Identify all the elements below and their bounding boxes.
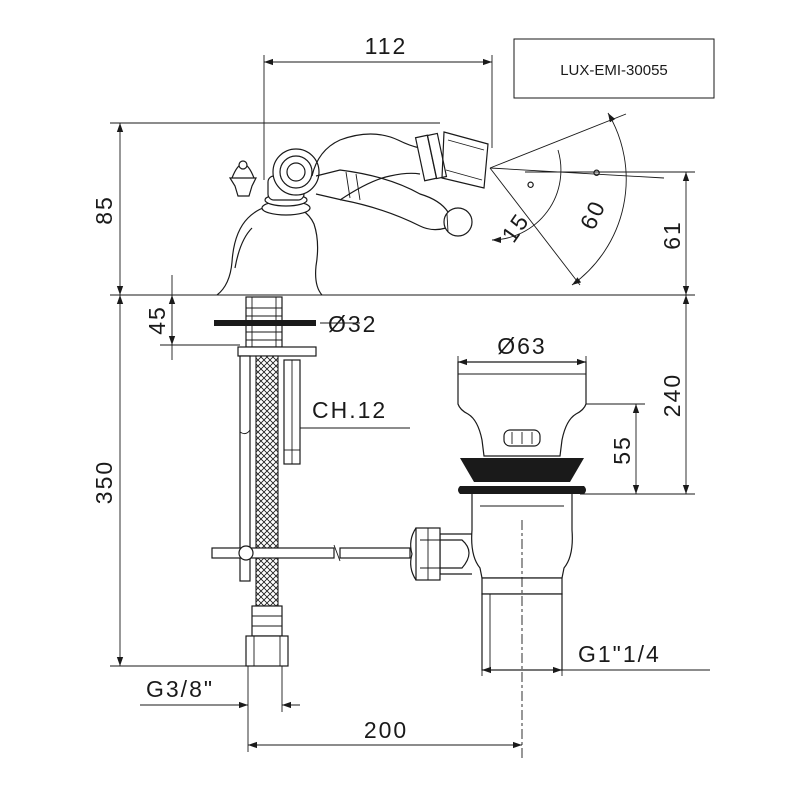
dimension-waste-head-diameter: Ø63 — [457, 333, 587, 372]
dimension-hose-thread: G3/8" — [140, 666, 300, 712]
nut-size-label: CH.12 — [312, 397, 387, 423]
popup-waste — [410, 361, 587, 760]
dimension-85-label: 85 — [91, 195, 117, 225]
dimension-200-label: 200 — [364, 717, 408, 743]
product-code-box: LUX-EMI-30055 — [513, 38, 715, 99]
dimension-waste-height: 240 — [580, 295, 695, 495]
flex-hose: CH.12 — [239, 355, 410, 667]
dimension-112-label: 112 — [365, 33, 408, 59]
spout-angle-dimensions: 15 ° 60 ° — [489, 112, 665, 286]
shank-diameter-label: Ø32 — [328, 311, 377, 337]
dimension-55-label: 55 — [609, 435, 635, 465]
dimension-overall-width: 112 — [263, 33, 493, 180]
waste-thread-label: G1"1/4 — [578, 641, 661, 667]
dimension-waste-thread: G1"1/4 — [481, 641, 710, 676]
hose-thread-label: G3/8" — [146, 676, 214, 702]
angle-15-label: 15 — [496, 208, 534, 247]
dimension-body-height: 85 — [91, 122, 440, 295]
dimension-350-label: 350 — [91, 460, 117, 504]
dimension-plug-height: 55 — [586, 403, 645, 494]
dimension-hose-length: 350 — [91, 295, 250, 667]
mixer-body — [216, 131, 489, 296]
dimension-mount-thickness: 45 — [144, 275, 240, 360]
angle-60-degree: ° — [592, 165, 603, 191]
angle-15-degree: ° — [526, 177, 537, 203]
dimension-61-label: 61 — [659, 220, 685, 250]
waste-head-diameter-label: Ø63 — [497, 333, 546, 359]
popup-rod — [211, 544, 411, 562]
dimension-spout-height: 61 — [525, 171, 695, 295]
dimension-240-label: 240 — [659, 373, 685, 417]
dimension-45-label: 45 — [144, 305, 170, 335]
angle-60-label: 60 — [575, 196, 611, 234]
dimension-centre-distance: 200 — [247, 712, 522, 752]
product-code: LUX-EMI-30055 — [560, 62, 668, 79]
shank-assembly: Ø32 — [214, 296, 377, 357]
